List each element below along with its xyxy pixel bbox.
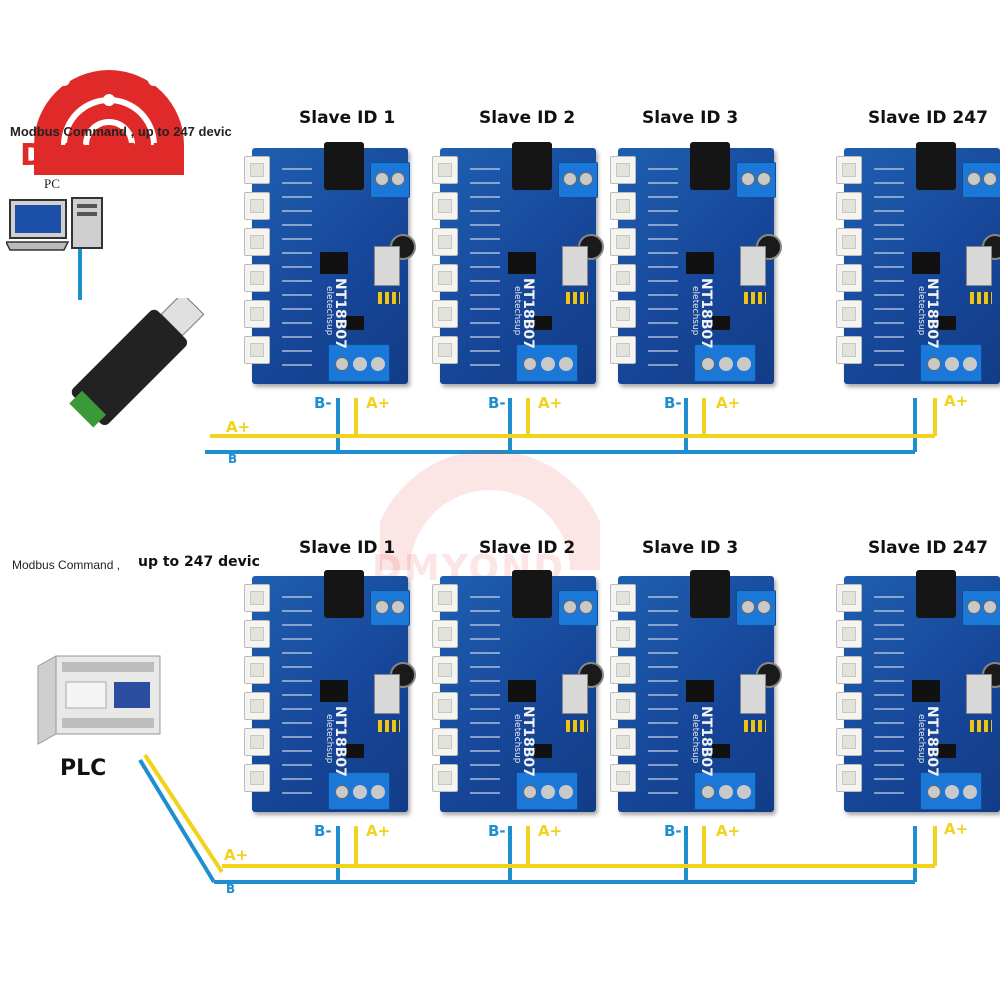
top-slave-3-a-label: A+ [716,394,741,412]
top-slave-247-label: Slave ID 247 [868,108,988,128]
usb-rs485-adapter [60,292,220,458]
bottom-slave-3-board: NT18B07 eletechsup [610,570,782,812]
brand-logo-text: DMYOND [20,138,177,173]
bottom-slave-2-b-label: B- [488,822,506,840]
bottom-slave-3-b-label: B- [664,822,682,840]
board-logo-text: eletechsup [916,286,926,336]
board-logo-text: eletechsup [916,714,926,764]
board-logo-text: eletechsup [512,286,522,336]
pc-icon [4,196,106,252]
board-logo-text: eletechsup [324,286,334,336]
top-slave-1-a-label: A+ [366,394,391,412]
watermark-logo [370,400,610,590]
top-slave-2-a-label: A+ [538,394,563,412]
top-slave-247-board: NT18B07 eletechsup [836,142,1000,384]
bottom-slave-2-label: Slave ID 2 [479,538,576,558]
bottom-slave-2-a-label: A+ [538,822,563,840]
bottom-slave-2-board: NT18B07 eletechsup [432,570,604,812]
bottom-slave-1-label: Slave ID 1 [299,538,396,558]
board-model-text: NT18B07 [698,278,714,349]
bottom-slave-3-a-label: A+ [716,822,741,840]
bottom-slave-3-label: Slave ID 3 [642,538,739,558]
top-host-a-label: A+ [226,418,251,436]
bottom-slave-1-b-label: B- [314,822,332,840]
top-slave-2-label: Slave ID 2 [479,108,576,128]
bottom-command-bold: up to 247 devic [138,554,260,570]
plc-label: PLC [60,756,107,781]
watermark-arch-icon [370,450,610,571]
board-model-text: NT18B07 [332,278,348,349]
bottom-slave-1-a-label: A+ [366,822,391,840]
top-slave-3-b-label: B- [664,394,682,412]
board-model-text: NT18B07 [520,706,536,777]
pc-label: PC [44,176,60,191]
board-model-text: NT18B07 [698,706,714,777]
top-slave-1-b-label: B- [314,394,332,412]
top-host-b-label: B [228,452,238,466]
top-slave-1-board: NT18B07 eletechsup [244,142,416,384]
board-model-text: NT18B07 [924,278,940,349]
top-slave-3-label: Slave ID 3 [642,108,739,128]
top-command-text: Modbus Command , up to 247 devic [10,124,232,139]
board-model-text: NT18B07 [520,278,536,349]
top-slave-247-a-label: A+ [944,392,969,410]
bottom-slave-247-board: NT18B07 eletechsup [836,570,1000,812]
board-model-text: NT18B07 [332,706,348,777]
top-slave-3-board: NT18B07 eletechsup [610,142,782,384]
board-logo-text: eletechsup [690,714,700,764]
bottom-host-b-label: B [226,882,236,896]
board-logo-text: eletechsup [690,286,700,336]
bottom-slave-247-label: Slave ID 247 [868,538,988,558]
top-slave-2-board: NT18B07 eletechsup [432,142,604,384]
board-model-text: NT18B07 [924,706,940,777]
top-slave-1-label: Slave ID 1 [299,108,396,128]
plc-icon [36,652,162,748]
board-logo-text: eletechsup [324,714,334,764]
bottom-slave-247-a-label: A+ [944,820,969,838]
board-logo-text: eletechsup [512,714,522,764]
bottom-slave-1-board: NT18B07 eletechsup [244,570,416,812]
top-slave-2-b-label: B- [488,394,506,412]
bottom-command-small: Modbus Command , [12,558,121,572]
brand-logo [24,10,194,180]
bottom-host-a-label: A+ [224,846,249,864]
logo-arch-icon [34,70,184,175]
